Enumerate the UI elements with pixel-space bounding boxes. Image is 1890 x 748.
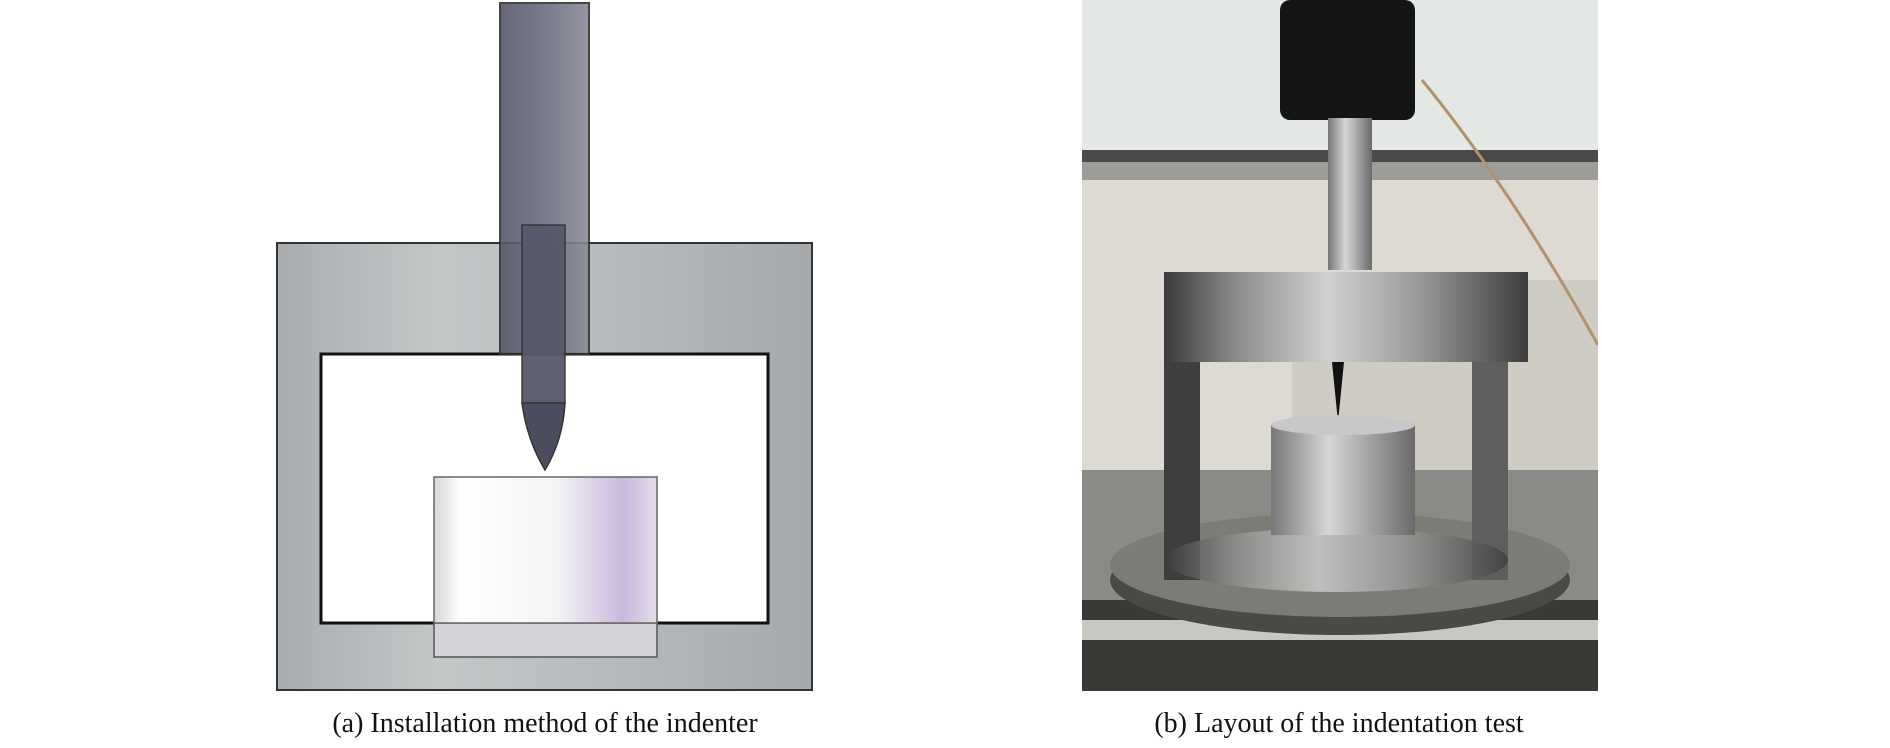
test-specimen [1271, 425, 1415, 535]
load-cell-head [1280, 0, 1415, 120]
caption-b: (b) Layout of the indentation test [1154, 708, 1524, 739]
specimen-lower-part [433, 622, 658, 658]
indenter-needle [1332, 362, 1344, 422]
loading-rod [499, 2, 590, 355]
caption-a: (a) Installation method of the indenter [332, 708, 758, 739]
indenter-tip [521, 402, 566, 472]
upper-ring [1164, 272, 1528, 362]
right-support [1472, 350, 1508, 580]
piston-rod [1328, 118, 1372, 270]
indentation-test-photo [1082, 0, 1598, 691]
indenter-installation-diagram [276, 2, 813, 691]
left-support [1164, 350, 1200, 580]
indenter-shank [521, 224, 566, 404]
specimen-cylinder [433, 476, 658, 624]
